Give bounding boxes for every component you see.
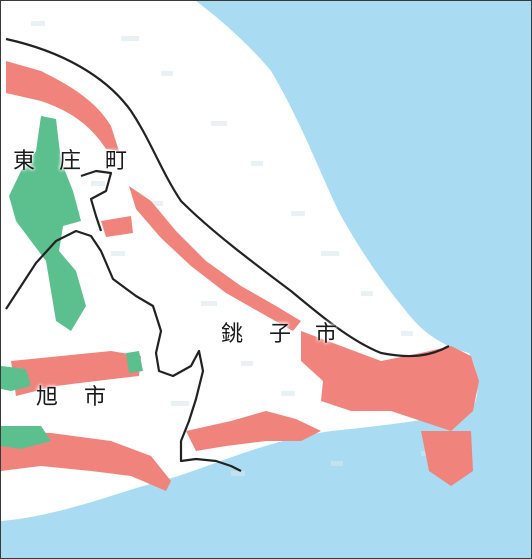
label-tosho-town: 東 庄 町 — [13, 143, 143, 174]
green-zone-dot — [126, 351, 143, 373]
label-asahi-city: 旭 市 — [36, 379, 116, 410]
red-zone-south-middle — [186, 411, 321, 451]
label-tosho-char-2: 庄 — [59, 149, 82, 174]
boundary-tosho-inner — [80, 169, 113, 232]
label-asahi-char-2: 市 — [84, 385, 107, 410]
red-zone-asahi-coast — [1, 431, 171, 491]
label-choshi-char-1: 銚 — [221, 322, 244, 347]
municipal-boundaries — [5, 37, 450, 472]
red-zone-southwest — [11, 351, 141, 396]
hazard-green-zones — [1, 116, 143, 449]
boundary-tosho-south — [5, 229, 242, 472]
label-choshi-char-2: 子 — [269, 322, 292, 347]
green-zone-tosho — [9, 116, 86, 331]
red-zone-south-coast — [421, 431, 473, 486]
red-zone-northwest — [6, 61, 119, 151]
green-zone-asahi-2 — [1, 426, 51, 449]
label-choshi-char-3: 市 — [315, 322, 338, 347]
label-asahi-char-1: 旭 — [36, 385, 59, 410]
red-zone-small — [101, 216, 133, 237]
red-zone-choshi-east — [301, 331, 479, 431]
label-choshi-city: 銚 子 市 — [221, 316, 351, 347]
hazard-red-zones — [1, 61, 479, 491]
boundary-coastline-north — [5, 37, 450, 358]
label-tosho-char-1: 東 — [13, 149, 36, 174]
red-zone-central-strip — [129, 186, 301, 331]
green-zone-asahi — [1, 366, 31, 391]
label-tosho-char-3: 町 — [105, 149, 128, 174]
